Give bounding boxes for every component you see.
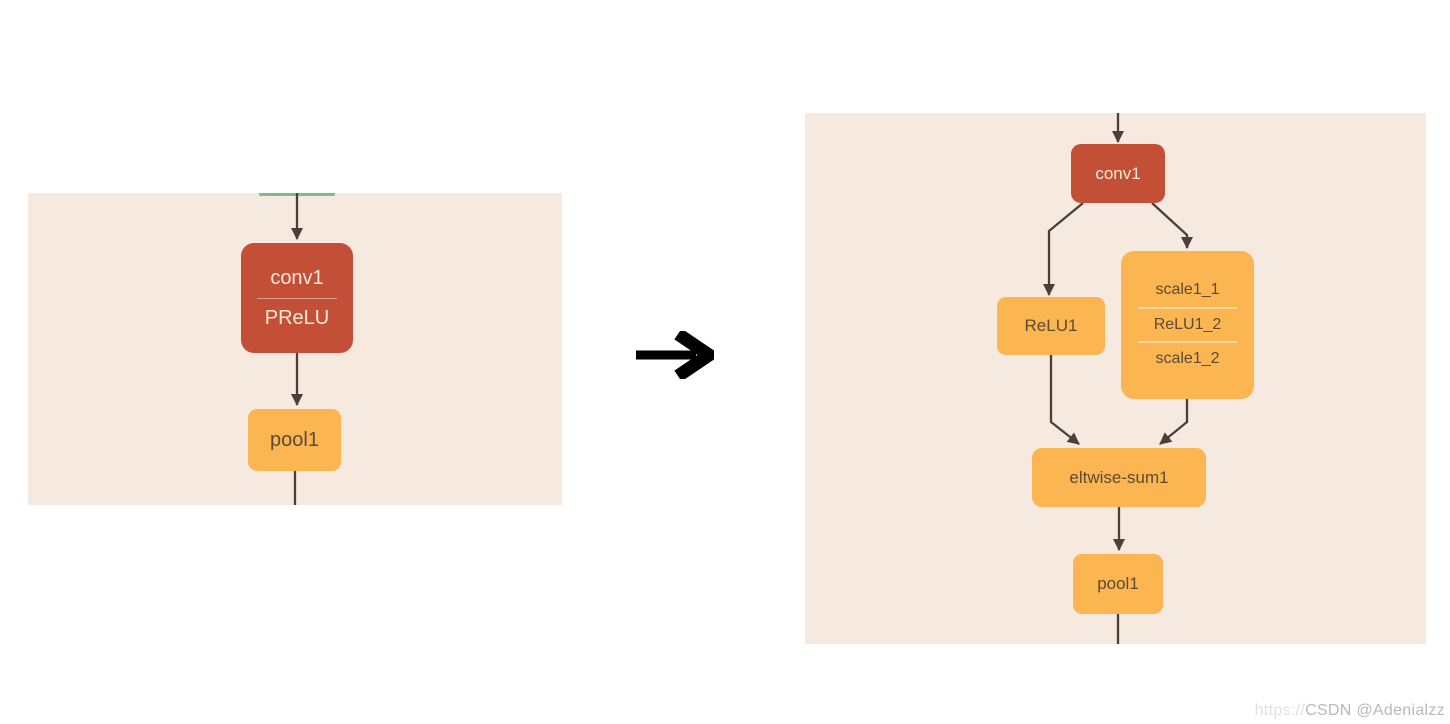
right-arrow-icon: [636, 331, 714, 379]
node-divider: [257, 297, 337, 299]
node-pool1-after: pool1: [1073, 554, 1163, 614]
node-label: PReLU: [264, 306, 330, 329]
before-graph-panel: conv1 PReLU pool1: [28, 193, 562, 505]
node-eltwise-sum1: eltwise-sum1: [1032, 448, 1206, 507]
node-label: ReLU1: [1024, 316, 1078, 336]
node-label: scale1_2: [1155, 350, 1220, 368]
node-label: ReLU1_2: [1153, 315, 1222, 333]
watermark-text: CSDN @Adenialzz: [1305, 702, 1445, 719]
node-relu1: ReLU1: [997, 297, 1105, 355]
node-label: eltwise-sum1: [1069, 467, 1169, 487]
node-conv1: conv1: [1071, 144, 1165, 203]
node-conv1-prelu: conv1 PReLU: [241, 243, 353, 353]
after-graph-panel: conv1 ReLU1 scale1_1 ReLU1_2 scale1_2 el…: [805, 113, 1426, 644]
node-pool1-before: pool1: [248, 409, 341, 471]
node-label: scale1_1: [1155, 281, 1220, 299]
watermark-url-prefix: https://: [1254, 702, 1306, 719]
node-scale-stack: scale1_1 ReLU1_2 scale1_2: [1121, 251, 1254, 399]
input-edge-stub: [259, 193, 335, 196]
node-label: pool1: [1097, 574, 1139, 594]
node-divider: [1138, 341, 1237, 344]
watermark: https://CSDN @Adenialzz: [1255, 702, 1445, 720]
node-divider: [1138, 306, 1237, 309]
node-label: pool1: [270, 428, 319, 451]
node-label: conv1: [270, 266, 324, 289]
node-label: conv1: [1095, 163, 1141, 183]
